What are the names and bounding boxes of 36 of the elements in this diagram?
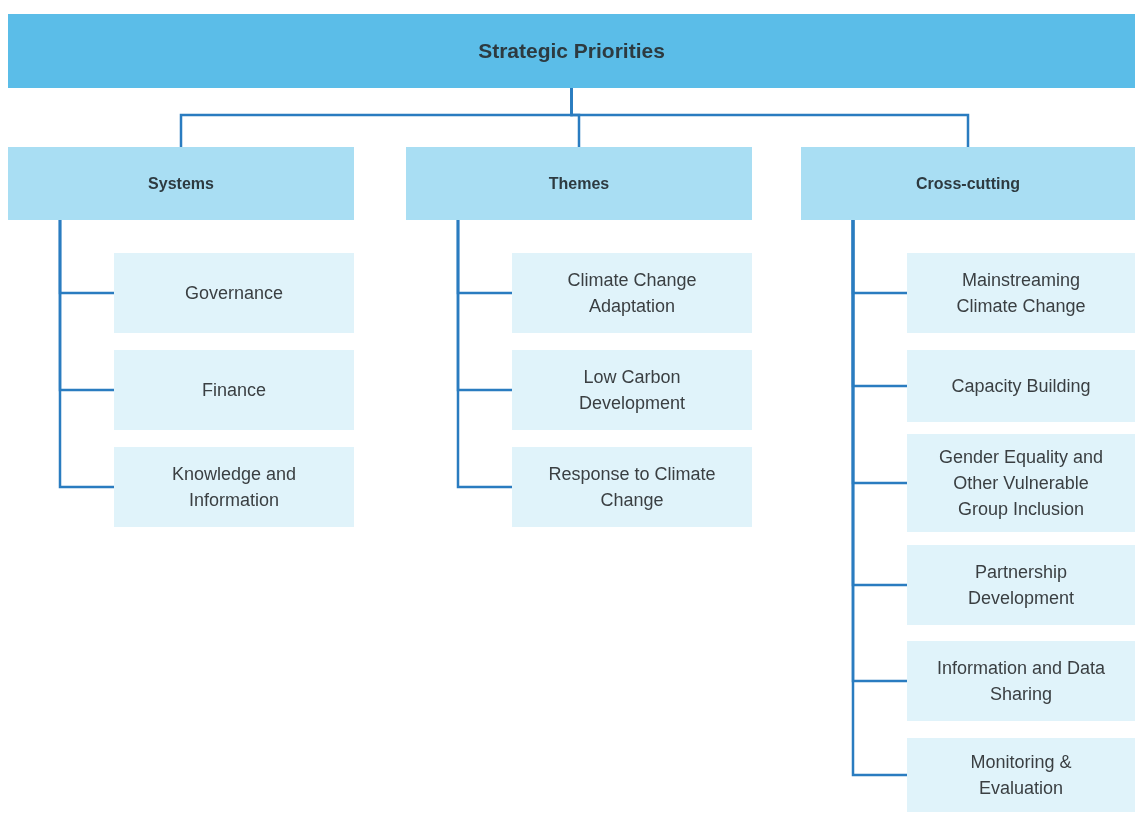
node-label: Capacity Building xyxy=(951,375,1091,398)
node-label: Partnership Development xyxy=(966,561,1076,610)
connector-line xyxy=(570,88,970,147)
node-label: Finance xyxy=(201,379,266,402)
node-label: Systems xyxy=(148,173,214,194)
item-box xyxy=(114,447,354,527)
node-label: Climate Change Adaptation xyxy=(566,269,698,318)
item-box xyxy=(114,253,354,333)
item-box xyxy=(907,738,1135,812)
connector-line xyxy=(456,220,512,489)
node-label: Strategic Priorities xyxy=(478,38,665,65)
node-label: Monitoring & Evaluation xyxy=(969,751,1073,800)
item-box xyxy=(512,447,752,527)
node-label: Cross-cutting xyxy=(916,173,1020,194)
node-label: Gender Equality and Other Vulnerable Group Inclusion xyxy=(937,446,1105,521)
node-label: Themes xyxy=(548,173,610,194)
node-label: Response to Climate Change xyxy=(547,463,717,512)
item-box xyxy=(907,434,1135,532)
title-bar xyxy=(8,14,1135,88)
category-box xyxy=(406,147,752,220)
item-box xyxy=(907,545,1135,625)
item-box xyxy=(512,350,752,430)
item-box xyxy=(114,350,354,430)
item-box xyxy=(512,253,752,333)
node-label: Mainstreaming Climate Change xyxy=(955,269,1087,318)
item-box xyxy=(907,253,1135,333)
category-box xyxy=(801,147,1135,220)
item-box xyxy=(907,641,1135,721)
connector-line xyxy=(58,220,114,489)
item-box xyxy=(907,350,1135,422)
category-box xyxy=(8,147,354,220)
node-label: Information and Data Sharing xyxy=(935,657,1107,706)
connector-line xyxy=(851,220,907,777)
node-label: Low Carbon Development xyxy=(577,366,687,415)
node-label: Knowledge and Information xyxy=(170,463,298,512)
node-label: Governance xyxy=(184,282,284,305)
